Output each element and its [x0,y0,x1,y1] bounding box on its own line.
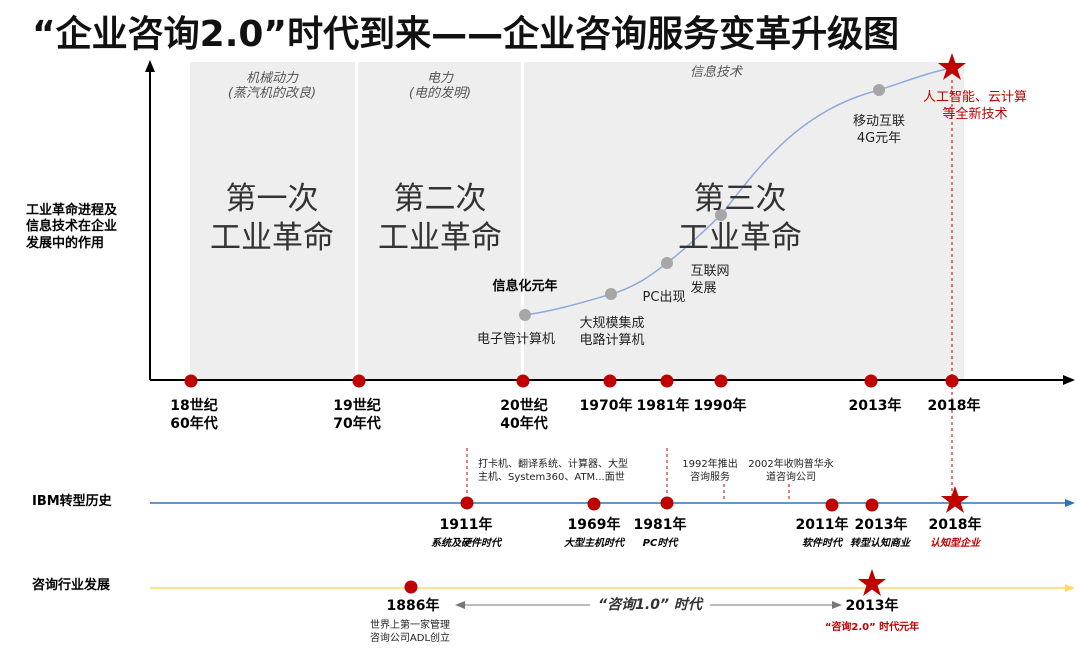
ibm-era-2011: 软件时代 [802,538,842,549]
ibm-era-2013: 转型认知商业 [850,538,910,549]
axis-marker-18c [184,374,198,388]
axis-marker-19c [352,374,366,388]
consulting-star-2013 [858,569,886,596]
ibm-marker-2011 [825,498,839,512]
curve-point-computer [519,309,531,321]
curve-label-computer: 电子管计算机 [476,332,556,347]
ibm-year-1969: 1969年 [567,517,621,533]
axis-marker-1990 [714,374,728,388]
axis-year-2013: 2013年 [848,398,902,414]
ibm-row-label: IBM转型历史 [32,494,112,509]
ibm-marker-1969 [587,497,601,511]
ibm-era-1969: 大型主机时代 [564,538,624,549]
era-arrow-right [832,601,842,609]
era-2-title: 第二次 工业革命 [378,181,502,256]
curve-label-ai: 人工智能、云计算 等全新技术 [922,90,1028,122]
axis-year-1981: 1981年 [636,398,690,414]
axis-year-19c: 19世纪 70年代 [333,398,381,432]
ibm-marker-1911 [460,496,474,510]
ibm-marker-2013 [865,498,879,512]
axis-year-1990: 1990年 [693,398,747,414]
era-2-subtitle: 电力 (电的发明) [408,71,472,101]
curve-point-ic [605,288,617,300]
curve-point-mobile [873,84,885,96]
axis-marker-2018 [945,374,959,388]
axis-marker-20c [516,374,530,388]
axis-year-2018: 2018年 [927,398,981,414]
curve-label-ic: 大规模集成 电路计算机 [579,316,645,348]
ibm-year-1911: 1911年 [439,517,493,533]
curve-label-mobile: 移动互联 4G元年 [852,114,906,146]
ibm-era-2018: 认知型企业 [930,538,980,549]
axis-marker-1970 [603,374,617,388]
era-arrow-left [455,601,465,609]
axis-year-18c: 18世纪 60年代 [170,398,218,432]
ibm-note-products: 打卡机、翻译系统、计算器、大型 主机、System360、ATM...面世 [478,459,628,483]
consulting-marker-1886 [404,580,418,594]
curve-point-pc [661,257,673,269]
consulting-row-label: 咨询行业发展 [32,578,111,593]
era-1-title: 第一次 工业革命 [210,181,334,256]
era-band-1 [190,62,355,380]
axis-marker-1981 [660,374,674,388]
curve-star-ai [938,53,966,80]
ibm-star-2018 [941,486,969,513]
era-band-3 [524,62,964,380]
ibm-year-1981: 1981年 [633,517,687,533]
consulting-note-1886: 世界上第一家管理 咨询公司ADL创立 [369,620,451,644]
x-axis-arrow [1063,375,1075,385]
era-band-2 [358,62,521,380]
era-3-subtitle: 信息技术 [689,65,743,80]
consulting-era-label: “咨询1.0” 时代 [598,597,702,613]
page-title: “企业咨询2.0”时代到来——企业咨询服务变革升级图 [32,14,900,55]
y-axis-arrow [145,60,155,72]
curve-point-internet [715,209,727,221]
era-1-subtitle: 机械动力 (蒸汽机的改良) [227,71,317,101]
axis-marker-2013 [864,374,878,388]
consulting-year-2013: 2013年 [845,598,899,614]
ibm-note-2002: 2002年收购普华永 道咨询公司 [748,459,834,483]
ibm-era-1911: 系统及硬件时代 [431,538,501,549]
consulting-note-2013: “咨询2.0” 时代元年 [824,622,920,633]
curve-label-pc: PC出现 [642,290,686,305]
axis-year-20c: 20世纪 40年代 [500,398,548,432]
consulting-year-1886: 1886年 [386,598,440,614]
axis-year-1970: 1970年 [579,398,633,414]
era-3-title: 第三次 工业革命 [678,181,802,256]
ibm-note-1992: 1992年推出 咨询服务 [682,459,738,483]
curve-label-info-year: 信息化元年 [492,279,558,294]
ibm-year-2013: 2013年 [854,517,908,533]
ibm-year-2011: 2011年 [795,517,849,533]
ibm-year-2018: 2018年 [928,517,982,533]
curve-label-internet: 互联网 发展 [690,264,730,296]
y-axis-label: 工业革命进程及 信息技术在企业 发展中的作用 [26,203,118,251]
ibm-line-arrow [1065,499,1075,507]
ibm-marker-1981 [660,496,674,510]
ibm-era-1981: PC时代 [642,538,678,549]
consulting-line-arrow [1065,584,1075,592]
